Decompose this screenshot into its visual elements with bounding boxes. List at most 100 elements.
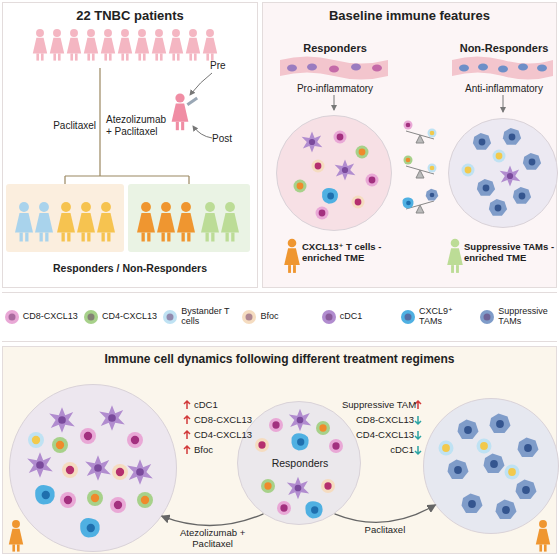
balance-icon <box>416 170 424 178</box>
cell-nucleus <box>246 314 253 321</box>
legend-item: Bystander T cells <box>162 307 238 327</box>
patient-row <box>203 29 217 61</box>
change-arrow <box>415 446 421 454</box>
cell-nucleus <box>8 314 15 321</box>
tissue-strip <box>537 65 547 72</box>
tme-circle: Suppressive TAMCD8-CXCL13CD4-CXCL13cDC1 <box>423 398 559 534</box>
response-groups <box>6 184 250 252</box>
treatment-bracket <box>99 68 100 176</box>
tme-cells <box>505 465 520 480</box>
tme-cells <box>62 462 78 478</box>
tme-cells <box>291 433 308 450</box>
node-subtext: CD4-CXCL13 <box>342 430 414 441</box>
cell-body <box>322 310 336 324</box>
tme-cells <box>27 405 538 537</box>
response-groups <box>97 202 115 241</box>
balance-icon <box>426 189 439 201</box>
tissue-strip <box>351 64 361 71</box>
tme-cells <box>287 477 309 499</box>
node-text: Suppressive TAM <box>342 400 414 411</box>
person-icon <box>9 520 23 552</box>
tme-cells <box>462 494 483 514</box>
response-groups <box>177 202 195 241</box>
legend-swatch <box>241 309 257 325</box>
person-icon <box>284 239 300 273</box>
tme-cells <box>513 187 531 204</box>
legend-text: CXCL9⁺ TAMs <box>419 307 476 327</box>
tme-cells <box>500 166 521 187</box>
tme-cells <box>496 500 517 520</box>
tme-cells <box>60 492 76 508</box>
node-subtext: Pro-inflammatory <box>257 83 413 95</box>
node-text: Non-Responders <box>426 42 559 55</box>
cell-body <box>401 310 415 324</box>
tissue-strip <box>452 57 553 80</box>
tme-circle: cDC1CD8-CXCL13CD4-CXCL13Bfoc <box>9 384 177 552</box>
balance-icon <box>406 131 434 139</box>
tme-circle: Non-RespondersAnti-inflammatorySuppressi… <box>448 118 558 228</box>
person-icon <box>447 239 463 273</box>
response-groups <box>201 202 219 241</box>
balance-icon <box>406 201 434 209</box>
cell-body <box>163 310 177 324</box>
treatment-bracket <box>65 68 189 184</box>
tme-cells <box>35 485 55 505</box>
biopsy-patient <box>190 73 212 95</box>
tissue-strip <box>334 95 335 110</box>
annotation-label: Responders / Non-Responders <box>2 262 258 274</box>
panel: Immune cell dynamics following different… <box>2 346 557 554</box>
tme-cells <box>321 479 335 493</box>
tme-cells <box>322 188 338 204</box>
node-text: Responders <box>257 42 413 55</box>
response-groups <box>128 184 250 252</box>
tme-cells <box>448 460 469 480</box>
tme-cells <box>484 454 505 474</box>
tme-cells <box>503 128 521 145</box>
legend-item: Suppressive TAMs <box>479 307 555 327</box>
tme-cells <box>49 407 75 433</box>
tme-cells <box>516 480 537 500</box>
tissue-strip <box>280 57 388 80</box>
node-text: Responders <box>238 457 362 469</box>
edge-label: Paclitaxel <box>352 525 418 536</box>
change-arrow <box>184 401 421 454</box>
tme-cells <box>493 150 506 163</box>
cell-body <box>84 310 98 324</box>
tme-cells <box>110 497 126 513</box>
change-arrow <box>415 401 421 409</box>
tme-cells <box>458 420 479 440</box>
annotation-label: Pre <box>210 60 226 72</box>
tme-cells <box>462 164 475 177</box>
balance-icon <box>428 164 437 173</box>
response-groups <box>15 202 33 241</box>
response-groups <box>35 202 53 241</box>
legend-text: CD4-CXCL13 <box>102 312 157 322</box>
balance-icon <box>404 156 413 165</box>
legend-swatch <box>321 309 337 325</box>
node-subtext: cDC1 <box>342 445 414 456</box>
tissue-strip <box>478 64 488 71</box>
response-groups <box>77 202 95 241</box>
patient-row <box>118 29 132 61</box>
cell-body <box>242 310 256 324</box>
tme-cells <box>255 438 269 452</box>
node-text: cDC1 <box>194 400 218 411</box>
tme-cells <box>356 146 369 159</box>
tme-cells <box>334 131 347 144</box>
tme-cells <box>27 452 53 478</box>
balance-icon <box>416 135 424 143</box>
balance-icon <box>416 205 424 213</box>
change-arrow <box>415 416 421 424</box>
tme-cells <box>127 432 143 448</box>
change-arrow <box>184 446 190 454</box>
patient-row <box>67 29 81 61</box>
balance-icon <box>406 166 434 174</box>
cell-nucleus <box>405 314 412 321</box>
tme-cells <box>305 501 322 518</box>
patient-row <box>135 29 149 61</box>
cell-nucleus <box>167 314 174 321</box>
annotation-label: Paclitaxel <box>40 120 96 132</box>
tme-cells <box>85 455 111 481</box>
panel: 22 TNBC patients <box>2 2 258 288</box>
